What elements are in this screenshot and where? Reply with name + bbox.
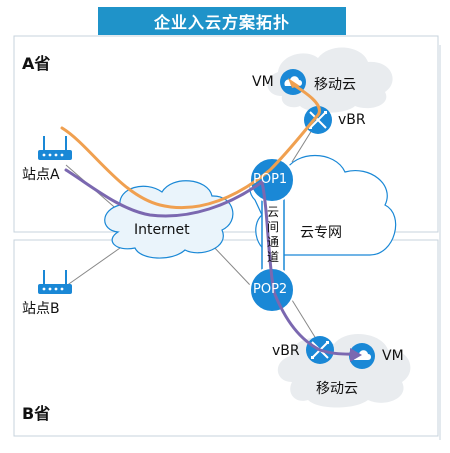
vbr-top-icon	[304, 106, 332, 134]
pop2-label: POP2	[253, 282, 288, 297]
router-b-icon	[38, 270, 72, 294]
internet-label: Internet	[134, 222, 190, 238]
vbr-bottom-label: vBR	[272, 343, 300, 359]
router-a-icon	[38, 136, 72, 160]
path-purple	[64, 168, 358, 356]
region-b-label: B省	[22, 404, 51, 423]
path-orange	[60, 82, 321, 210]
diagram-title: 企业入云方案拓扑	[98, 7, 346, 35]
private-cloud-label: 云专网	[300, 225, 342, 241]
mobile-cloud-top-label: 移动云	[314, 77, 356, 93]
pop1-node	[249, 157, 295, 203]
vm-top-label: VM	[252, 74, 274, 90]
vbr-top-label: vBR	[338, 112, 366, 128]
site-a-label: 站点A	[22, 167, 60, 183]
region-a-label: A省	[22, 54, 51, 73]
internet-cloud-shape	[104, 180, 234, 259]
site-b-label: 站点B	[22, 301, 60, 317]
cloud-tunnel-label: 云间通道	[266, 205, 279, 264]
vm-bottom-label: VM	[382, 348, 404, 364]
mobile-cloud-top-shape	[267, 47, 393, 113]
pop1-label: POP1	[253, 172, 288, 187]
path-purple-arrowhead	[350, 348, 362, 362]
path-orange-arrowhead	[288, 78, 300, 88]
mobile-cloud-bottom-label: 移动云	[316, 381, 358, 397]
vm-bottom-icon	[349, 343, 375, 369]
